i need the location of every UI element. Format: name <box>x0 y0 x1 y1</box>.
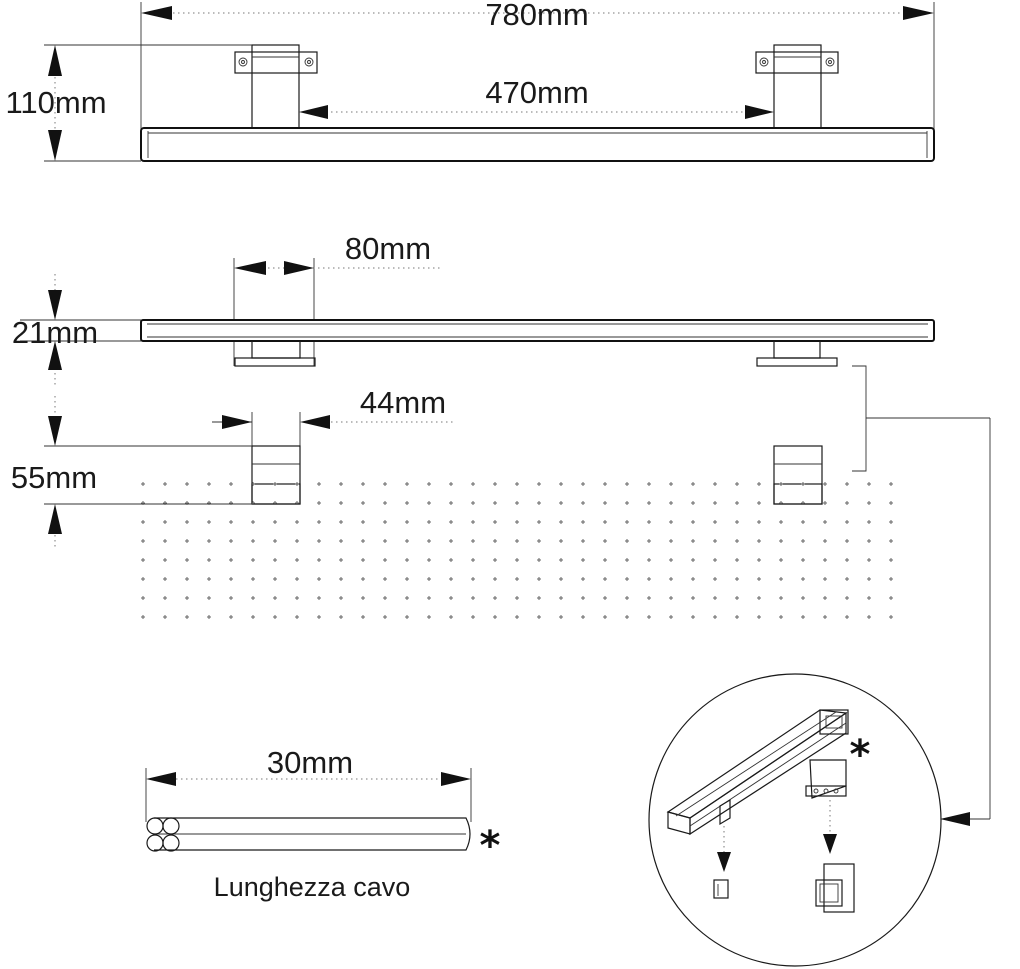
detail-light-bar <box>666 709 849 836</box>
bar-thickness-label: 21mm <box>12 315 98 350</box>
bracket-spacing-dimension: 470mm <box>299 75 774 119</box>
bracket-spacing-label: 470mm <box>485 75 588 110</box>
cable-drawing: 30mm * Lunghezza cavo <box>145 745 501 902</box>
light-bar-top <box>140 127 935 162</box>
cable-dim-label: 30mm <box>267 745 353 780</box>
right-bracket-side <box>756 341 838 367</box>
top-view: 780mm 470mm <box>5 0 935 162</box>
detail-view: * <box>648 673 942 967</box>
total-length-dimension: 780mm <box>141 0 934 32</box>
bracket-width-dimension: 44mm <box>212 385 456 446</box>
total-height-dimension: 110mm <box>5 44 252 162</box>
detail-clip-small <box>713 879 729 899</box>
bracket-depth-label: 80mm <box>345 231 431 266</box>
total-height-label: 110mm <box>5 85 106 120</box>
detail-asterisk: * <box>850 732 871 778</box>
detail-leader-line <box>852 365 991 826</box>
left-bracket <box>234 44 318 129</box>
bar-thickness-dimension: 21mm <box>12 274 141 386</box>
cable-caption: Lunghezza cavo <box>214 872 411 902</box>
light-bar-side <box>140 319 935 342</box>
detail-arrow-left <box>717 826 731 872</box>
bracket-width-label: 44mm <box>360 385 446 420</box>
detail-arrow-right <box>823 800 837 854</box>
left-bracket-side <box>234 341 316 367</box>
cable-asterisk: * <box>480 823 501 869</box>
bracket-depth-dimension: 80mm <box>233 231 440 366</box>
side-view: 80mm 21mm <box>11 231 991 826</box>
clip-height-label: 55mm <box>11 460 97 495</box>
right-bracket <box>755 44 839 129</box>
total-length-label: 780mm <box>485 0 588 32</box>
mirror-surface-pattern <box>130 478 910 630</box>
detail-bracket <box>719 759 847 826</box>
detail-clip-large <box>815 863 855 913</box>
